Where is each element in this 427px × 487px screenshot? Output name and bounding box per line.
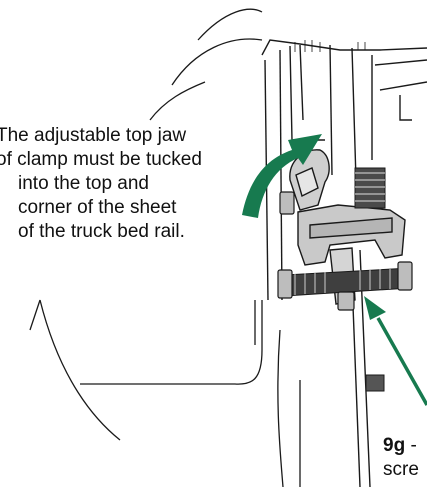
green-curved-arrow [242, 134, 322, 218]
callout-separator: - [405, 435, 417, 456]
rail-hatching [294, 40, 366, 52]
clamp-top-jaw [289, 149, 330, 211]
fender-outline [29, 8, 301, 487]
caption-line: into the top and [18, 173, 149, 194]
part-id: 9g [383, 435, 406, 456]
part-callout: 9g - scre [383, 434, 419, 482]
callout-leader-line [364, 296, 427, 406]
caption-line: of the truck bed rail. [18, 221, 185, 242]
hex-nuts [277, 191, 413, 311]
instruction-caption: The adjustable top jaw of clamp must be … [0, 124, 266, 244]
caption-line: The adjustable top jaw [0, 125, 187, 146]
caption-line: corner of the sheet [18, 197, 177, 218]
caption-line: of clamp must be tucked [0, 149, 202, 170]
lower-bolt [365, 374, 385, 392]
threaded-rod-upper [354, 167, 386, 209]
callout-continuation: scre [383, 459, 419, 480]
